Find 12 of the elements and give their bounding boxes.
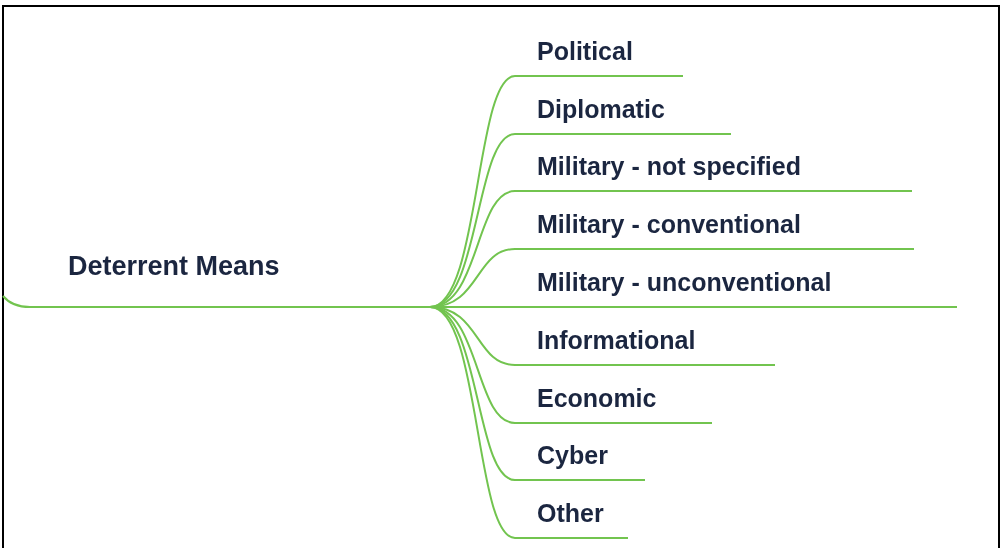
branch-topic: Military - not specified	[515, 143, 912, 192]
branch-topic: Political	[515, 28, 683, 77]
branch-topic: Military - unconventional	[515, 259, 957, 308]
branch-topic: Informational	[515, 317, 775, 366]
connector-line	[2, 295, 31, 308]
connector-line	[429, 306, 516, 539]
branch-topic: Cyber	[515, 432, 645, 481]
branch-topic: Diplomatic	[515, 86, 731, 135]
root-topic: Deterrent Means	[30, 227, 430, 308]
branch-topic: Other	[515, 490, 628, 539]
branch-topic: Economic	[515, 375, 712, 424]
branch-topic: Military - conventional	[515, 201, 914, 250]
